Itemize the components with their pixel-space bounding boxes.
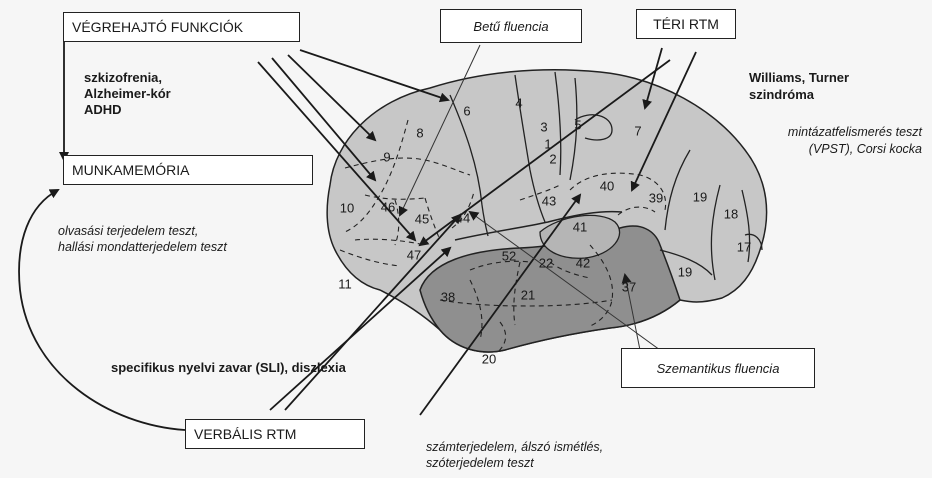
brodmann-area-39: 39 bbox=[649, 192, 663, 205]
brodmann-area-37: 37 bbox=[622, 281, 636, 294]
brodmann-area-42: 42 bbox=[576, 257, 590, 270]
brodmann-area-17: 17 bbox=[737, 241, 751, 254]
verbal-disorders: specifikus nyelvi zavar (SLI), diszlexia bbox=[111, 360, 346, 376]
brodmann-area-44: 44 bbox=[456, 212, 470, 225]
brodmann-area-40: 40 bbox=[600, 180, 614, 193]
working-memory-tests-line-1: olvasási terjedelem teszt, bbox=[58, 224, 198, 239]
brodmann-area-46: 46 bbox=[381, 201, 395, 214]
brodmann-area-10: 10 bbox=[340, 202, 354, 215]
brodmann-area-47: 47 bbox=[407, 249, 421, 262]
brodmann-area-6: 6 bbox=[463, 105, 470, 118]
verbal-tests-line-2: szóterjedelem teszt bbox=[426, 456, 534, 471]
letter-fluency-box: Betű fluencia bbox=[440, 9, 582, 43]
working-memory-box: MUNKAMEMÓRIA bbox=[63, 155, 313, 185]
working-memory-tests-line-2: hallási mondatterjedelem teszt bbox=[58, 240, 227, 255]
brodmann-area-20: 20 bbox=[482, 353, 496, 366]
brodmann-area-21: 21 bbox=[521, 289, 535, 302]
executive-disorders-line-3: ADHD bbox=[84, 102, 122, 118]
brodmann-area-19b: 19 bbox=[678, 266, 692, 279]
brodmann-area-5: 5 bbox=[574, 119, 581, 132]
spatial-tests-line-1: mintázatfelismerés teszt bbox=[788, 125, 922, 140]
brodmann-area-43: 43 bbox=[542, 195, 556, 208]
spatial-disorders-line-2: szindróma bbox=[749, 87, 814, 103]
brodmann-area-52: 52 bbox=[502, 250, 516, 263]
brodmann-area-41: 41 bbox=[573, 221, 587, 234]
brodmann-area-8: 8 bbox=[416, 127, 423, 140]
verbal-stm-box: VERBÁLIS RTM bbox=[185, 419, 365, 449]
executive-functions-box: VÉGREHAJTÓ FUNKCIÓK bbox=[63, 12, 300, 42]
brodmann-area-1: 1 bbox=[544, 138, 551, 151]
spatial-disorders-line-1: Williams, Turner bbox=[749, 70, 849, 86]
brodmann-area-38: 38 bbox=[441, 291, 455, 304]
brodmann-area-45: 45 bbox=[415, 213, 429, 226]
brodmann-area-19a: 19 bbox=[693, 191, 707, 204]
brodmann-area-4: 4 bbox=[515, 97, 522, 110]
spatial-stm-box: TÉRI RTM bbox=[636, 9, 736, 39]
brodmann-area-11: 11 bbox=[338, 278, 352, 291]
brodmann-area-18: 18 bbox=[724, 208, 738, 221]
verbal-tests-line-1: számterjedelem, álszó ismétlés, bbox=[426, 440, 603, 455]
brodmann-area-22: 22 bbox=[539, 257, 553, 270]
brodmann-area-9: 9 bbox=[383, 151, 390, 164]
semantic-fluency-box: Szemantikus fluencia bbox=[621, 348, 815, 388]
brodmann-area-2: 2 bbox=[549, 153, 556, 166]
executive-disorders-line-2: Alzheimer-kór bbox=[84, 86, 171, 102]
brodmann-area-7: 7 bbox=[634, 125, 641, 138]
brodmann-area-3: 3 bbox=[540, 121, 547, 134]
spatial-tests-line-2: (VPST), Corsi kocka bbox=[809, 142, 922, 157]
executive-disorders-line-1: szkizofrenia, bbox=[84, 70, 162, 86]
